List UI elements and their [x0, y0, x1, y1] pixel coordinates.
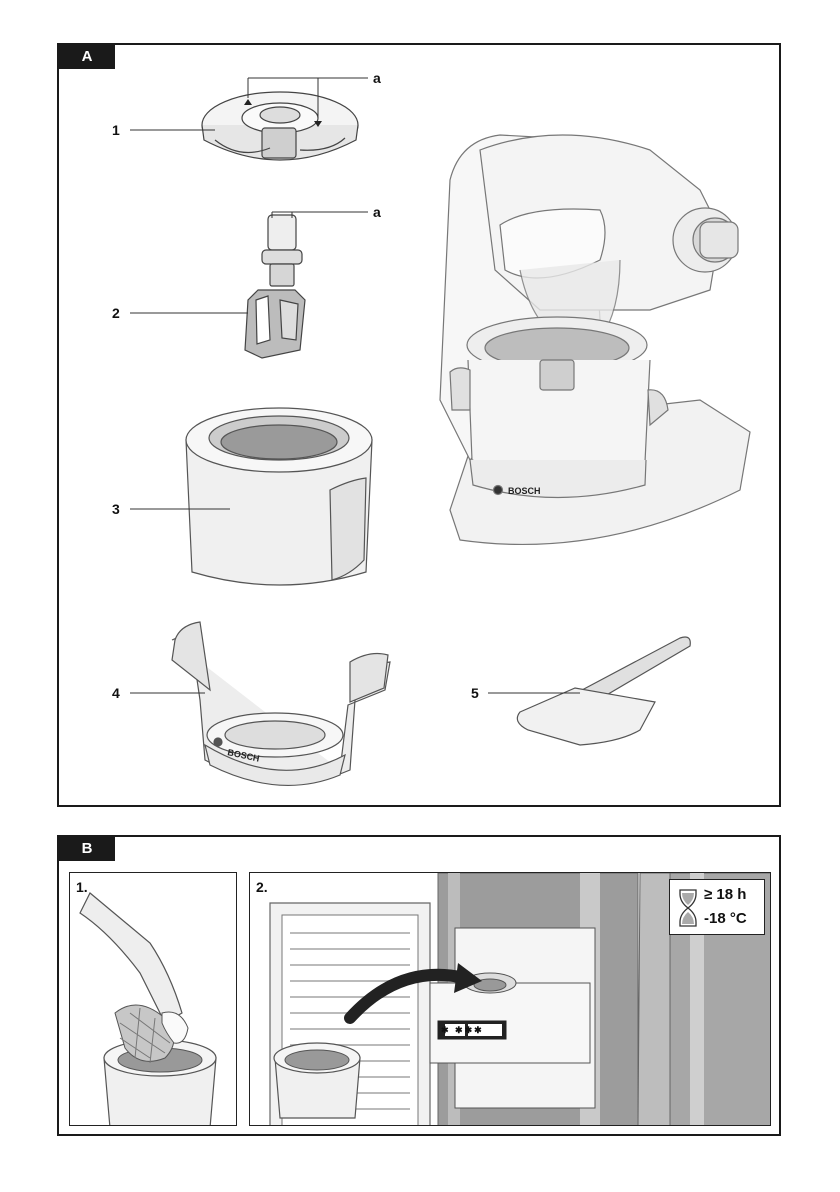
machine-brand: BOSCH	[508, 486, 541, 496]
hand-wipe-bowl-icon	[70, 873, 237, 1126]
bowl-holder-icon	[172, 622, 390, 785]
time-text: ≥ 18 h	[704, 886, 746, 903]
part-2-letter: a	[373, 204, 381, 220]
freezer-stars: ✱ ✱✱✱	[441, 1024, 501, 1036]
part-4-number: 4	[112, 685, 120, 701]
paddle-icon	[245, 215, 305, 358]
spatula-icon	[517, 637, 690, 745]
part-5-number: 5	[471, 685, 479, 701]
temp-text: -18 °C	[704, 910, 747, 927]
lid-icon	[202, 92, 358, 160]
step-1-box: 1.	[69, 872, 237, 1126]
part-3-number: 3	[112, 501, 120, 517]
part-1-letter: a	[373, 70, 381, 86]
step-2-label: 2.	[256, 879, 268, 895]
panel-b-tag: B	[59, 837, 115, 861]
freezer-bowl-icon	[186, 408, 372, 585]
time-temp-box: ≥ 18 h -18 °C	[669, 879, 765, 935]
part-1-number: 1	[112, 122, 120, 138]
panel-b: B 1.	[57, 835, 781, 1136]
part-2-number: 2	[112, 305, 120, 321]
leader-2	[130, 212, 368, 313]
kitchen-machine-icon	[440, 135, 750, 544]
